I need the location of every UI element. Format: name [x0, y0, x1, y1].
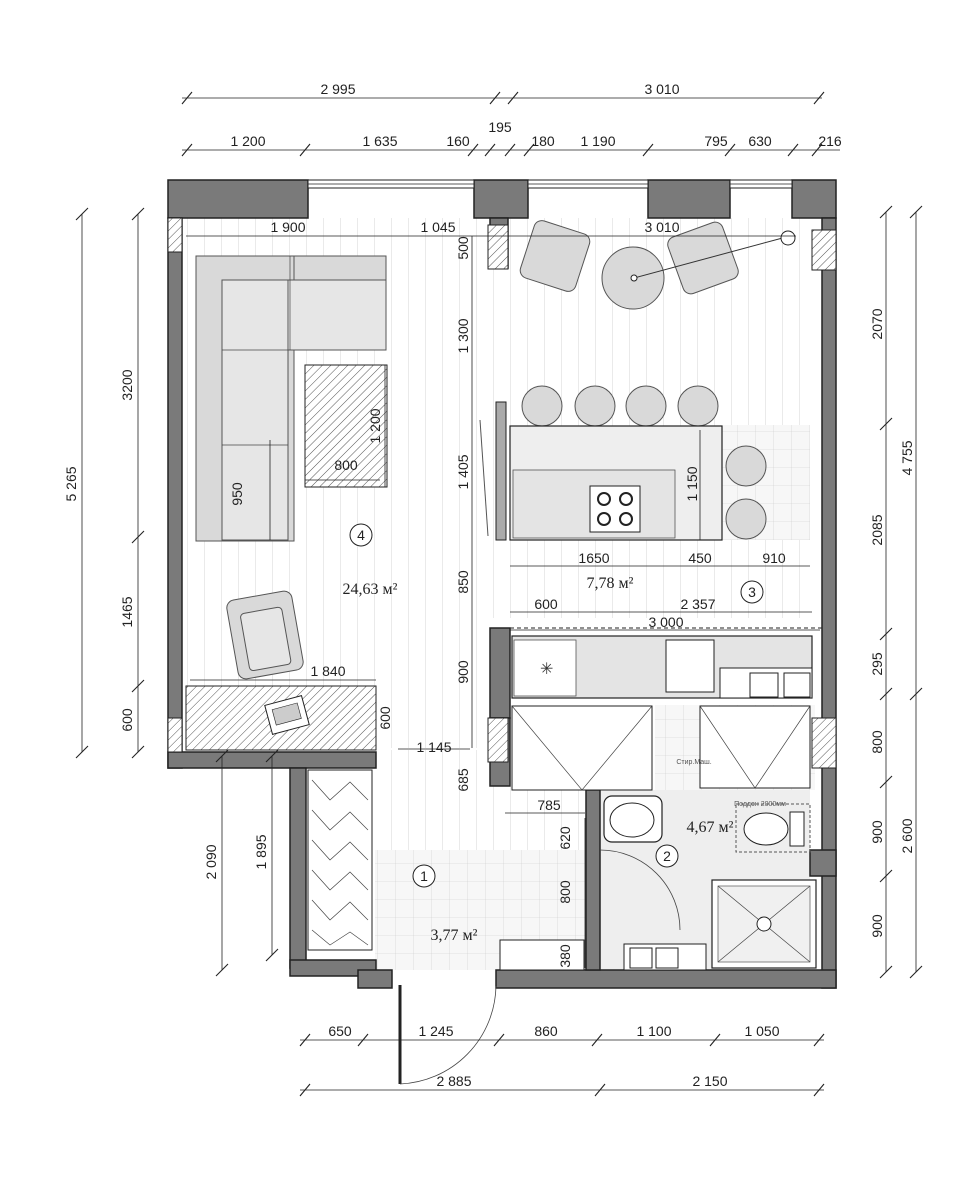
dim-left-3: 600 — [119, 708, 135, 732]
dim-bottom-inner-0: 650 — [328, 1023, 352, 1039]
dim-left-1: 3200 — [119, 369, 135, 400]
room-number-3: 3 — [748, 584, 756, 600]
dim-top-inner-6: 795 — [704, 133, 728, 149]
wall-hatches — [167, 217, 837, 769]
dim-int-9: 1 200 — [367, 408, 383, 443]
dim-int-4: 1 300 — [455, 318, 471, 353]
toilet-icon — [735, 803, 811, 853]
dim-int-20: 2 357 — [680, 596, 715, 612]
windows — [307, 179, 793, 189]
dim-int-6: 850 — [455, 570, 471, 594]
coffee-table — [304, 364, 388, 488]
dim-int-19: 600 — [534, 596, 558, 612]
dim-right-2: 295 — [869, 652, 885, 676]
dim-bottom-inner-4: 1 050 — [744, 1023, 779, 1039]
room-number-4: 4 — [357, 527, 365, 543]
entry-door — [398, 985, 497, 1085]
dim-bottom-outer-0: 2 885 — [436, 1073, 471, 1089]
dim-top-inner-2: 160 — [446, 133, 470, 149]
dim-top-inner-5: 1 190 — [580, 133, 615, 149]
lounge-chairs — [519, 220, 796, 310]
dim-int-23: 620 — [557, 826, 573, 850]
room-number-2: 2 — [663, 848, 671, 864]
dim-int-12: 1 840 — [310, 663, 345, 679]
utility-closet — [511, 705, 811, 791]
dim-int-0: 1 900 — [270, 219, 305, 235]
dim-int-11: 950 — [229, 482, 245, 506]
dimension-lines — [75, 91, 923, 1097]
dim-right-3: 800 — [869, 730, 885, 754]
room-area-4: 24,63 м² — [343, 581, 398, 598]
dim-right-6: 4 755 — [899, 440, 915, 475]
dim-int-21: 3 000 — [648, 614, 683, 630]
dim-left-0: 5 265 — [63, 466, 79, 501]
dim-top-outer-0: 2 995 — [320, 81, 355, 97]
dim-int-8: 685 — [455, 768, 471, 792]
armchair-living — [226, 590, 304, 680]
dim-top-outer-1: 3 010 — [644, 81, 679, 97]
shower-tray-label: Поддон 2000мм — [734, 801, 786, 808]
dim-right-1: 2085 — [869, 514, 885, 545]
dim-int-13: 600 — [377, 706, 393, 730]
room-area-2: 4,67 м² — [687, 819, 734, 836]
bath-cabinet — [623, 943, 707, 971]
dim-bottom-inner-2: 860 — [534, 1023, 558, 1039]
dim-right-0: 2070 — [869, 308, 885, 339]
dim-int-1: 1 045 — [420, 219, 455, 235]
sofa — [195, 255, 387, 542]
dim-bottom-outer-1: 2 150 — [692, 1073, 727, 1089]
dim-top-inner-0: 1 200 — [230, 133, 265, 149]
tv-panel — [479, 401, 507, 541]
shower-tray — [711, 879, 817, 969]
dim-left-4: 2 090 — [203, 844, 219, 879]
dim-top-inner-1: 1 635 — [362, 133, 397, 149]
dim-int-10: 800 — [334, 457, 358, 473]
room-area-3: 7,78 м² — [587, 575, 634, 592]
dim-bottom-inner-1: 1 245 — [418, 1023, 453, 1039]
shoe-bench — [499, 939, 585, 971]
dim-top-inner-3: 195 — [488, 119, 512, 135]
dim-int-18: 910 — [762, 550, 786, 566]
dim-top-inner-8: 216 — [818, 133, 842, 149]
sink-icon — [603, 795, 663, 843]
dim-int-17: 450 — [688, 550, 712, 566]
laptop-icon — [264, 694, 310, 736]
dim-int-14: 1 145 — [416, 739, 451, 755]
dim-int-25: 380 — [557, 944, 573, 968]
dim-right-5: 900 — [869, 914, 885, 938]
cooktop-icon — [589, 485, 641, 533]
dim-int-22: 785 — [537, 797, 561, 813]
room-number-1: 1 — [420, 868, 428, 884]
dim-right-4: 900 — [869, 820, 885, 844]
dim-left-2: 1465 — [119, 596, 135, 627]
dim-int-2: 3 010 — [644, 219, 679, 235]
dim-top-inner-7: 630 — [748, 133, 772, 149]
dimension-texts: 2 995 3 010 1 200 1 635 160 195 180 1 19… — [63, 81, 915, 1089]
dim-int-15: 1 150 — [684, 466, 700, 501]
dim-int-3: 500 — [455, 236, 471, 260]
room-area-1: 3,77 м² — [431, 927, 478, 944]
dim-top-inner-4: 180 — [531, 133, 555, 149]
dim-bottom-inner-3: 1 100 — [636, 1023, 671, 1039]
bar-stools — [521, 385, 767, 540]
kitchen-counter: ✳ — [511, 635, 813, 699]
dim-right-7: 2 600 — [899, 818, 915, 853]
washer-label: Стир.Маш. — [676, 759, 711, 766]
dim-int-24: 800 — [557, 880, 573, 904]
bathroom-door-swing — [599, 849, 681, 931]
dim-left-5: 1 895 — [253, 834, 269, 869]
dim-int-5: 1 405 — [455, 454, 471, 489]
wardrobe — [307, 769, 373, 951]
svg-text:✳: ✳ — [540, 661, 553, 678]
room-labels: 4 24,63 м² 3 7,78 м² 2 4,67 м² 1 3,77 м²… — [343, 523, 786, 944]
dim-int-16: 1650 — [578, 550, 609, 566]
dim-int-7: 900 — [455, 660, 471, 684]
